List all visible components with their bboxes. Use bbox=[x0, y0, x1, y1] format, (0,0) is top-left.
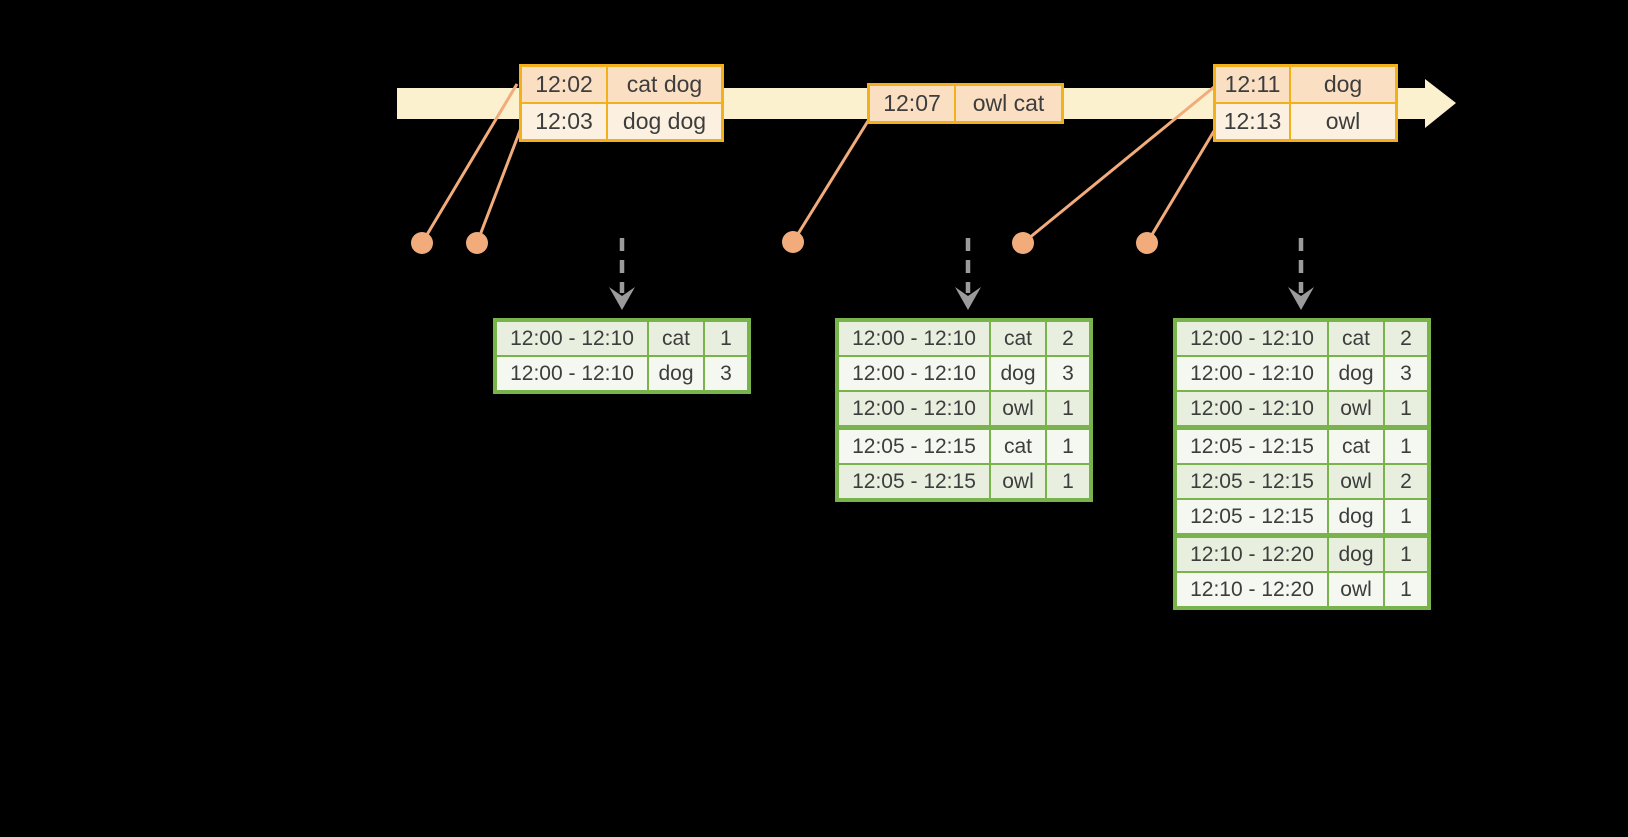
event-row: 12:03 dog dog bbox=[519, 102, 724, 142]
result-row: 12:00 - 12:10 cat 2 bbox=[1174, 319, 1430, 357]
event-words-cell: dog dog bbox=[606, 102, 724, 142]
trigger-arrowhead-icon bbox=[1288, 287, 1314, 310]
result-row: 12:00 - 12:10 dog 3 bbox=[494, 355, 750, 393]
count-cell: 1 bbox=[703, 319, 750, 357]
count-cell: 1 bbox=[1045, 425, 1092, 465]
count-cell: 1 bbox=[1383, 498, 1430, 537]
word-cell: owl bbox=[989, 463, 1047, 501]
result-row: 12:10 - 12:20 dog 1 bbox=[1174, 533, 1430, 573]
event-row: 12:02 cat dog bbox=[519, 64, 724, 104]
event-words-cell: cat dog bbox=[606, 64, 724, 104]
event-time-cell: 12:11 bbox=[1213, 64, 1291, 104]
window-cell: 12:10 - 12:20 bbox=[1174, 571, 1329, 609]
event-marker-dot bbox=[411, 232, 433, 254]
word-cell: cat bbox=[1327, 425, 1385, 465]
count-cell: 2 bbox=[1383, 463, 1430, 500]
event-words-cell: dog bbox=[1289, 64, 1398, 104]
event-row: 12:13 owl bbox=[1213, 102, 1398, 142]
word-cell: dog bbox=[1327, 498, 1385, 537]
event-row: 12:07 owl cat bbox=[867, 83, 1064, 124]
window-cell: 12:00 - 12:10 bbox=[836, 319, 991, 357]
count-cell: 1 bbox=[1383, 425, 1430, 465]
count-cell: 2 bbox=[1383, 319, 1430, 357]
result-row: 12:00 - 12:10 cat 1 bbox=[494, 319, 750, 357]
window-cell: 12:00 - 12:10 bbox=[494, 355, 649, 393]
event-marker-dot bbox=[1012, 232, 1034, 254]
result-row: 12:05 - 12:15 owl 2 bbox=[1174, 463, 1430, 500]
window-cell: 12:05 - 12:15 bbox=[1174, 498, 1329, 537]
window-cell: 12:00 - 12:10 bbox=[836, 355, 991, 392]
event-connector-line bbox=[1145, 130, 1216, 244]
count-cell: 1 bbox=[1045, 463, 1092, 501]
result-row: 12:05 - 12:15 cat 1 bbox=[836, 425, 1092, 465]
result-table-1: 12:00 - 12:10 cat 1 12:00 - 12:10 dog 3 bbox=[493, 318, 751, 394]
count-cell: 3 bbox=[1383, 355, 1430, 392]
event-table-2: 12:07 owl cat bbox=[867, 83, 1064, 124]
event-time-cell: 12:07 bbox=[867, 83, 956, 124]
window-cell: 12:10 - 12:20 bbox=[1174, 533, 1329, 573]
window-cell: 12:05 - 12:15 bbox=[836, 425, 991, 465]
event-time-cell: 12:03 bbox=[519, 102, 608, 142]
count-cell: 1 bbox=[1383, 571, 1430, 609]
event-connector-line bbox=[791, 120, 870, 243]
window-cell: 12:05 - 12:15 bbox=[1174, 425, 1329, 465]
window-cell: 12:05 - 12:15 bbox=[836, 463, 991, 501]
event-words-cell: owl cat bbox=[954, 83, 1064, 124]
result-row: 12:10 - 12:20 owl 1 bbox=[1174, 571, 1430, 609]
window-cell: 12:00 - 12:10 bbox=[836, 390, 991, 429]
result-row: 12:00 - 12:10 dog 3 bbox=[1174, 355, 1430, 392]
event-table-3: 12:11 dog 12:13 owl bbox=[1213, 64, 1398, 142]
word-cell: owl bbox=[1327, 571, 1385, 609]
word-cell: dog bbox=[1327, 533, 1385, 573]
word-cell: dog bbox=[1327, 355, 1385, 392]
count-cell: 2 bbox=[1045, 319, 1092, 357]
window-cell: 12:00 - 12:10 bbox=[1174, 355, 1329, 392]
word-cell: cat bbox=[989, 425, 1047, 465]
event-connector-line bbox=[420, 83, 519, 244]
event-marker-dot bbox=[466, 232, 488, 254]
event-table-1: 12:02 cat dog 12:03 dog dog bbox=[519, 64, 724, 142]
result-row: 12:05 - 12:15 owl 1 bbox=[836, 463, 1092, 501]
word-cell: owl bbox=[989, 390, 1047, 429]
event-row: 12:11 dog bbox=[1213, 64, 1398, 104]
window-cell: 12:00 - 12:10 bbox=[494, 319, 649, 357]
event-words-cell: owl bbox=[1289, 102, 1398, 142]
count-cell: 3 bbox=[703, 355, 750, 393]
word-cell: cat bbox=[647, 319, 705, 357]
result-row: 12:00 - 12:10 owl 1 bbox=[836, 390, 1092, 429]
word-cell: owl bbox=[1327, 390, 1385, 429]
event-connector-line bbox=[1022, 85, 1215, 245]
event-time-cell: 12:02 bbox=[519, 64, 608, 104]
window-cell: 12:00 - 12:10 bbox=[1174, 390, 1329, 429]
window-cell: 12:00 - 12:10 bbox=[1174, 319, 1329, 357]
word-cell: owl bbox=[1327, 463, 1385, 500]
count-cell: 1 bbox=[1045, 390, 1092, 429]
result-row: 12:00 - 12:10 owl 1 bbox=[1174, 390, 1430, 429]
trigger-arrowhead-icon bbox=[955, 287, 981, 310]
count-cell: 3 bbox=[1045, 355, 1092, 392]
result-table-3: 12:00 - 12:10 cat 2 12:00 - 12:10 dog 3 … bbox=[1173, 318, 1431, 610]
result-row: 12:05 - 12:15 dog 1 bbox=[1174, 498, 1430, 537]
word-cell: dog bbox=[989, 355, 1047, 392]
result-table-2: 12:00 - 12:10 cat 2 12:00 - 12:10 dog 3 … bbox=[835, 318, 1093, 502]
word-cell: cat bbox=[989, 319, 1047, 357]
count-cell: 1 bbox=[1383, 390, 1430, 429]
timeline-arrowhead-icon bbox=[1425, 79, 1456, 128]
result-row: 12:05 - 12:15 cat 1 bbox=[1174, 425, 1430, 465]
result-row: 12:00 - 12:10 dog 3 bbox=[836, 355, 1092, 392]
event-time-cell: 12:13 bbox=[1213, 102, 1291, 142]
window-cell: 12:05 - 12:15 bbox=[1174, 463, 1329, 500]
word-cell: dog bbox=[647, 355, 705, 393]
count-cell: 1 bbox=[1383, 533, 1430, 573]
event-marker-dot bbox=[782, 231, 804, 253]
event-connector-line bbox=[475, 127, 523, 244]
event-marker-dot bbox=[1136, 232, 1158, 254]
result-row: 12:00 - 12:10 cat 2 bbox=[836, 319, 1092, 357]
word-cell: cat bbox=[1327, 319, 1385, 357]
trigger-arrowhead-icon bbox=[609, 287, 635, 310]
